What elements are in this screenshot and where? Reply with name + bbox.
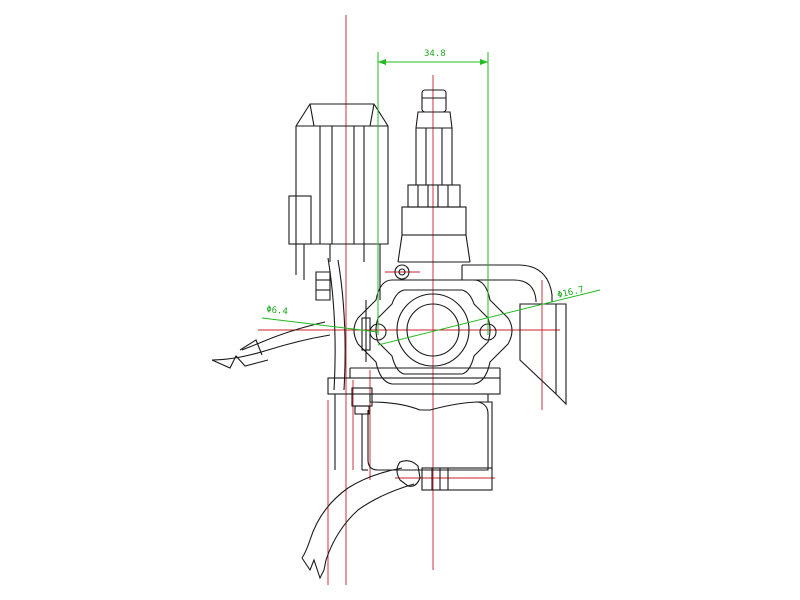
dim-hole-leader: [261, 317, 379, 333]
dim-bore-leader: [377, 289, 601, 346]
dim-arrow-left: [378, 59, 386, 65]
choke-linkage: [211, 257, 346, 391]
fuel-hose: [301, 460, 421, 580]
choke-cap: [288, 103, 389, 300]
dim-width-label: 34.8: [424, 49, 446, 59]
centerlines: [258, 15, 560, 585]
overflow-elbow: [461, 264, 567, 406]
float-bowl: [327, 367, 501, 471]
dim-bore-label: Φ16.7: [556, 285, 585, 301]
carb-body: [353, 279, 513, 385]
mixture-screw: [394, 264, 410, 280]
fuel-inlet: [421, 467, 493, 491]
dim-hole-label: Φ6.4: [266, 305, 289, 317]
throat-outer: [396, 293, 470, 367]
throttle-fitting: [397, 89, 471, 263]
dimension-lines: 34.8 Φ6.4 Φ16.7: [261, 49, 601, 346]
throat-inner: [406, 303, 460, 357]
dim-arrow-right: [480, 59, 488, 65]
